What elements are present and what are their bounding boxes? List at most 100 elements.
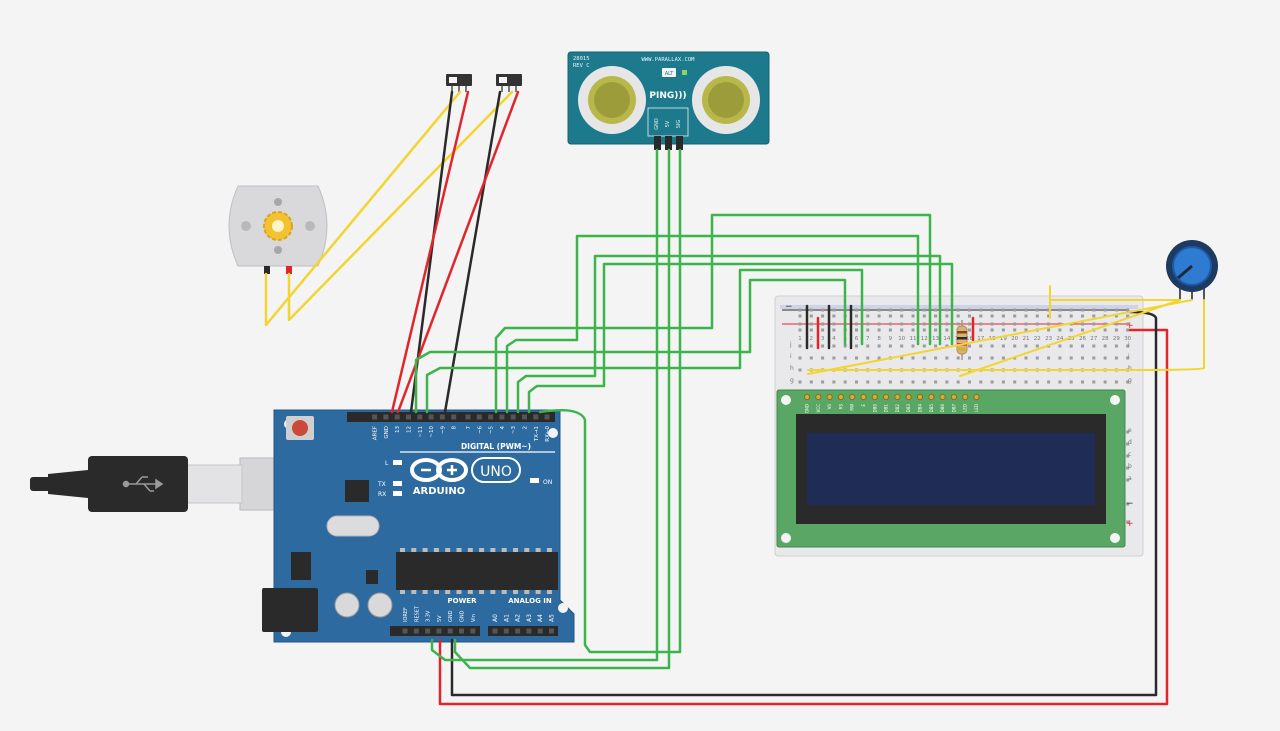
digital-pin[interactable] bbox=[428, 414, 434, 420]
digital-pin[interactable] bbox=[372, 414, 378, 420]
lcd-pin[interactable] bbox=[916, 393, 924, 401]
wire-lcd-e-green[interactable] bbox=[425, 268, 864, 414]
slide-switch-2[interactable] bbox=[496, 74, 522, 92]
sensor-pin-5v[interactable] bbox=[665, 136, 672, 150]
wire-motor-yellow-2[interactable] bbox=[287, 90, 514, 322]
digital-pin[interactable] bbox=[533, 414, 539, 420]
chip-pin bbox=[513, 548, 518, 552]
analog-pin[interactable] bbox=[526, 628, 532, 634]
lcd-pin[interactable] bbox=[950, 393, 958, 401]
usb-cable[interactable] bbox=[30, 456, 317, 512]
lcd-pin[interactable] bbox=[871, 393, 878, 401]
lcd-pin[interactable] bbox=[815, 393, 822, 401]
digital-pin[interactable] bbox=[439, 414, 445, 420]
digital-pin[interactable] bbox=[488, 414, 494, 420]
digital-pin-header[interactable] bbox=[347, 412, 555, 422]
analog-pin[interactable] bbox=[537, 628, 543, 634]
power-pin[interactable] bbox=[459, 628, 464, 634]
wire-switch1-red[interactable] bbox=[390, 90, 470, 414]
lcd-pin[interactable] bbox=[905, 393, 912, 401]
power-pin[interactable] bbox=[447, 628, 453, 634]
analog-pin[interactable] bbox=[515, 628, 521, 634]
lcd-pin[interactable] bbox=[973, 393, 980, 401]
dc-motor[interactable] bbox=[228, 185, 328, 274]
power-pin[interactable] bbox=[413, 628, 419, 634]
lcd-pin[interactable] bbox=[860, 393, 867, 401]
wire-pot-yellow-4[interactable] bbox=[959, 299, 1181, 377]
digital-pin[interactable] bbox=[383, 414, 389, 420]
potentiometer[interactable] bbox=[1166, 240, 1218, 300]
lcd-pin[interactable] bbox=[894, 393, 901, 401]
power-pin[interactable] bbox=[425, 628, 431, 634]
digital-pin[interactable] bbox=[499, 414, 505, 420]
breadboard-hole bbox=[1081, 380, 1084, 384]
digital-pin[interactable] bbox=[394, 414, 400, 420]
breadboard-hole bbox=[922, 356, 926, 360]
wire-lcd-rs-green[interactable] bbox=[414, 278, 847, 414]
power-pin[interactable] bbox=[470, 628, 476, 634]
power-pin[interactable] bbox=[402, 628, 408, 634]
breadboard-hole bbox=[1069, 314, 1073, 318]
wire-switch2-black[interactable] bbox=[443, 90, 502, 414]
ultrasonic-sensor[interactable]: 28015 REV C WWW.PARALLAX.COM ALT PING)))… bbox=[567, 51, 770, 150]
sensor-led bbox=[682, 70, 687, 75]
switch-slider[interactable] bbox=[499, 77, 507, 83]
arduino-uno[interactable]: ARDUINO UNO L TX RX ON DIGITAL (PWM~) PO… bbox=[262, 409, 575, 643]
wire-sensor-gnd-green[interactable] bbox=[430, 148, 659, 662]
wire-sensor-sig-green[interactable] bbox=[538, 148, 682, 654]
lcd-pin[interactable] bbox=[939, 393, 946, 401]
digital-pin[interactable] bbox=[417, 414, 423, 420]
lcd-pin[interactable] bbox=[849, 393, 856, 401]
breadboard-plus-label: + bbox=[1126, 321, 1134, 331]
breadboard-hole bbox=[1058, 380, 1062, 384]
digital-pin[interactable] bbox=[476, 414, 482, 420]
lcd-pin[interactable] bbox=[962, 393, 969, 401]
header-strip bbox=[347, 412, 463, 422]
lcd-pin[interactable] bbox=[826, 393, 833, 401]
digital-pin[interactable] bbox=[522, 414, 527, 420]
wire-lcd-db4-green[interactable] bbox=[494, 213, 932, 414]
digital-pin[interactable] bbox=[465, 414, 471, 420]
breadboard-hole bbox=[945, 328, 949, 332]
switch-slider[interactable] bbox=[449, 77, 457, 83]
lcd-mount-hole bbox=[1110, 395, 1120, 405]
wire-lcd-db7-green[interactable] bbox=[527, 262, 954, 414]
power-pin-header[interactable] bbox=[390, 626, 558, 636]
breadboard-hole bbox=[1024, 356, 1028, 360]
reset-button[interactable] bbox=[292, 420, 308, 436]
breadboard-column-number: 27 bbox=[1090, 336, 1097, 342]
breadboard-hole bbox=[911, 328, 915, 332]
breadboard-hole bbox=[934, 314, 938, 318]
digital-pin[interactable] bbox=[510, 414, 516, 420]
breadboard-hole bbox=[911, 314, 915, 318]
analog-pin[interactable] bbox=[549, 628, 554, 634]
wire-sensor-5v-green[interactable] bbox=[453, 148, 671, 670]
lcd-pin[interactable] bbox=[928, 393, 935, 401]
digital-pin[interactable] bbox=[451, 414, 457, 420]
wire-lcd-db5-green[interactable] bbox=[505, 234, 920, 414]
digital-pin[interactable] bbox=[544, 414, 550, 420]
wire-pot-yellow-3[interactable] bbox=[807, 299, 1205, 371]
analog-pin[interactable] bbox=[503, 628, 509, 634]
digital-pin[interactable] bbox=[406, 414, 411, 420]
wire-gnd-black[interactable] bbox=[450, 310, 1158, 697]
power-pin-label: 3.3V bbox=[426, 610, 432, 622]
breadboard-column-number: 12 bbox=[921, 336, 928, 342]
wire-pot-yellow-2[interactable] bbox=[807, 299, 1193, 375]
lcd-pin[interactable] bbox=[837, 393, 845, 401]
sensor-pin-gnd[interactable] bbox=[654, 136, 661, 150]
breadboard-hole bbox=[821, 322, 825, 326]
wire-5v-red[interactable] bbox=[438, 328, 1169, 706]
breadboard-hole bbox=[798, 308, 802, 312]
analog-pin[interactable] bbox=[492, 628, 498, 634]
lcd-pin[interactable] bbox=[803, 393, 811, 401]
wire-motor-yellow-1[interactable] bbox=[264, 90, 462, 327]
slide-switch-1[interactable] bbox=[446, 74, 472, 92]
row-label-h: h bbox=[790, 365, 794, 372]
lcd-pin[interactable] bbox=[883, 393, 890, 401]
wire-lcd-db6-green[interactable] bbox=[516, 254, 942, 414]
power-pin[interactable] bbox=[436, 628, 442, 634]
wire-pot-yellow-1[interactable] bbox=[1049, 285, 1181, 319]
sensor-pin-sig[interactable] bbox=[676, 136, 683, 150]
